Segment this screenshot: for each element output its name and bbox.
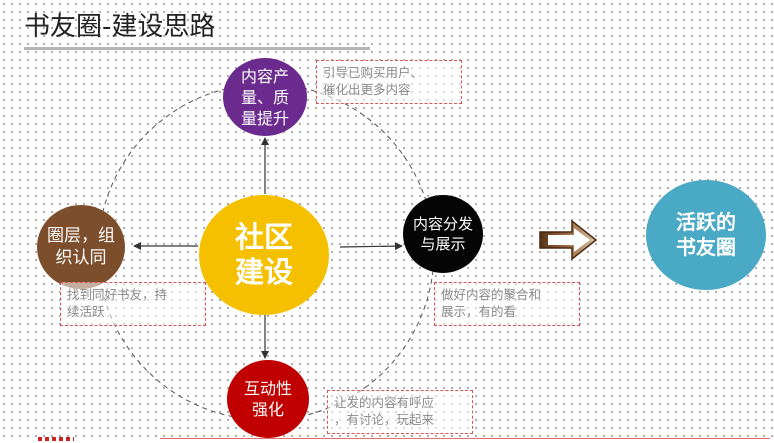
node-interaction: 互动性 强化 <box>227 360 309 438</box>
bottom-mark <box>38 437 74 441</box>
note-guide-users: 引导已购买用户、 催化出更多内容 <box>316 60 462 104</box>
node-community-building: 社区 建设 <box>199 195 329 315</box>
node-content-label: 内容产 量、质 量提升 <box>240 66 289 128</box>
node-distribute-label: 内容分发 与展示 <box>412 215 473 253</box>
node-community-label: 社区 建设 <box>234 220 293 289</box>
bottom-divider <box>160 438 770 439</box>
node-content-quality: 内容产 量、质 量提升 <box>223 58 307 136</box>
result-arrow-icon <box>539 219 598 261</box>
node-circles-label: 圈层，组 织认同 <box>47 226 115 268</box>
node-active-label: 活跃的 书友圈 <box>676 210 736 259</box>
node-interact-label: 互动性 强化 <box>243 379 292 419</box>
arrow-to-distribute <box>339 242 403 251</box>
node-active-circle: 活跃的 书友圈 <box>646 180 766 290</box>
page-title: 书友圈-建设思路 <box>24 12 216 42</box>
note-content-display: 做好内容的聚合和 展示，有的看 <box>434 282 580 326</box>
node-content-distribution: 内容分发 与展示 <box>403 195 483 273</box>
node-circle-identity: 圈层，组 织认同 <box>37 205 125 289</box>
note-find-friends: 找到同好书友，持 续活跃 <box>60 282 206 326</box>
title-underline <box>24 47 370 50</box>
note-discussion: 让发的内容有呼应 ，有讨论，玩起来 <box>327 390 473 434</box>
